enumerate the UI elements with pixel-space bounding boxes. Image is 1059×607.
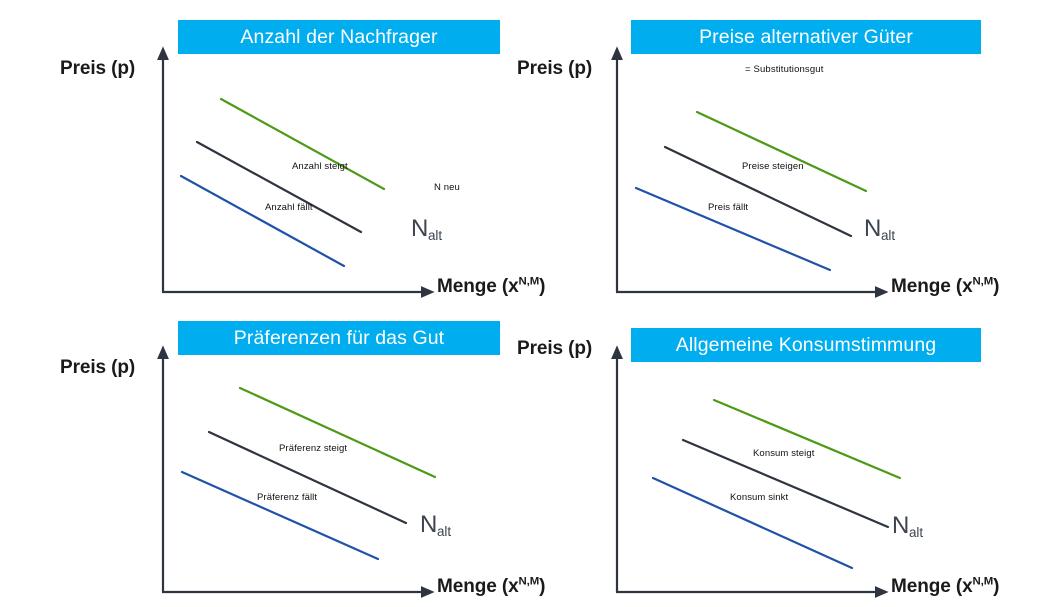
curve-label-n-neu-1: N neu (434, 182, 460, 193)
axes-panel-2 (611, 46, 889, 298)
axes-panel-1 (157, 46, 435, 298)
annotation-decrease-1: Anzahl fällt (265, 202, 313, 213)
curve-label-n-alt-3: Nalt (420, 511, 452, 540)
axes-panel-4 (611, 345, 889, 598)
x-axis-label-prefix-4: Menge (x (891, 576, 973, 597)
annotation-increase-3: Präferenz steigt (279, 443, 348, 454)
annotation-increase-2: Preise steigen (742, 161, 804, 172)
panel-title-banner-2: Preise alternativer Güter (631, 20, 981, 54)
subtitle-substitutionsgut-2: = Substitutionsgut (745, 64, 824, 75)
x-axis-label-4: Menge (xN,M) (891, 576, 999, 598)
curve-blue-panel-3 (180, 470, 380, 561)
n-alt-sub-1: alt (427, 228, 443, 244)
x-axis-label-sup-3: N,M (518, 575, 540, 588)
curve-label-n-alt-1: Nalt (411, 215, 443, 244)
x-axis-label-prefix-1: Menge (x (437, 276, 519, 297)
curve-blue-panel-2 (634, 186, 832, 272)
n-alt-letter-4: N (892, 512, 910, 539)
x-axis-label-suffix-1: ) (539, 276, 546, 297)
curve-green-panel-2 (695, 110, 868, 193)
y-axis-label-2: Preis (p) (517, 58, 593, 79)
x-axis-label-suffix-2: ) (993, 276, 1000, 297)
y-axis-label-1: Preis (p) (60, 58, 136, 79)
x-axis-label-sup-2: N,M (972, 275, 994, 288)
curves-panel-2 (634, 110, 868, 272)
curve-label-n-alt-4: Nalt (892, 512, 924, 541)
y-axis-label-4: Preis (p) (517, 338, 593, 359)
x-axis-label-sup-1: N,M (518, 275, 540, 288)
n-alt-letter-1: N (411, 215, 429, 242)
n-alt-sub-2: alt (880, 228, 896, 244)
x-axis-label-1: Menge (xN,M) (437, 276, 545, 298)
x-axis-label-3: Menge (xN,M) (437, 576, 545, 598)
annotation-decrease-4: Konsum sinkt (730, 492, 789, 503)
annotation-increase-4: Konsum steigt (753, 448, 815, 459)
x-axis-label-sup-4: N,M (972, 575, 994, 588)
y-axis-label-3: Preis (p) (60, 357, 136, 378)
curves-panel-4 (651, 398, 902, 570)
n-alt-sub-4: alt (908, 525, 924, 541)
annotation-decrease-2: Preis fällt (708, 202, 749, 213)
annotation-increase-1: Anzahl steigt (292, 161, 348, 172)
x-axis-label-suffix-4: ) (993, 576, 1000, 597)
curve-green-panel-1 (219, 97, 386, 191)
panel-title-banner-4: Allgemeine Konsumstimmung (631, 328, 981, 362)
x-axis-label-prefix-3: Menge (x (437, 576, 519, 597)
n-alt-letter-3: N (420, 511, 438, 538)
curve-label-n-alt-2: Nalt (864, 215, 896, 244)
x-axis-label-prefix-2: Menge (x (891, 276, 973, 297)
curve-green-panel-4 (712, 398, 902, 480)
curves-panel-1 (179, 97, 386, 268)
curve-blue-panel-1 (179, 174, 346, 268)
n-alt-sub-3: alt (436, 524, 452, 540)
axes-panel-3 (157, 345, 435, 598)
annotation-decrease-3: Präferenz fällt (257, 492, 318, 503)
n-alt-letter-2: N (864, 215, 882, 242)
x-axis-label-2: Menge (xN,M) (891, 276, 999, 298)
curve-dark-panel-1 (195, 140, 363, 234)
x-axis-label-suffix-3: ) (539, 576, 546, 597)
curve-green-panel-3 (238, 386, 437, 479)
panel-title-banner-3: Präferenzen für das Gut (178, 321, 500, 355)
curves-panel-3 (180, 386, 437, 561)
panel-title-banner-1: Anzahl der Nachfrager (178, 20, 500, 54)
